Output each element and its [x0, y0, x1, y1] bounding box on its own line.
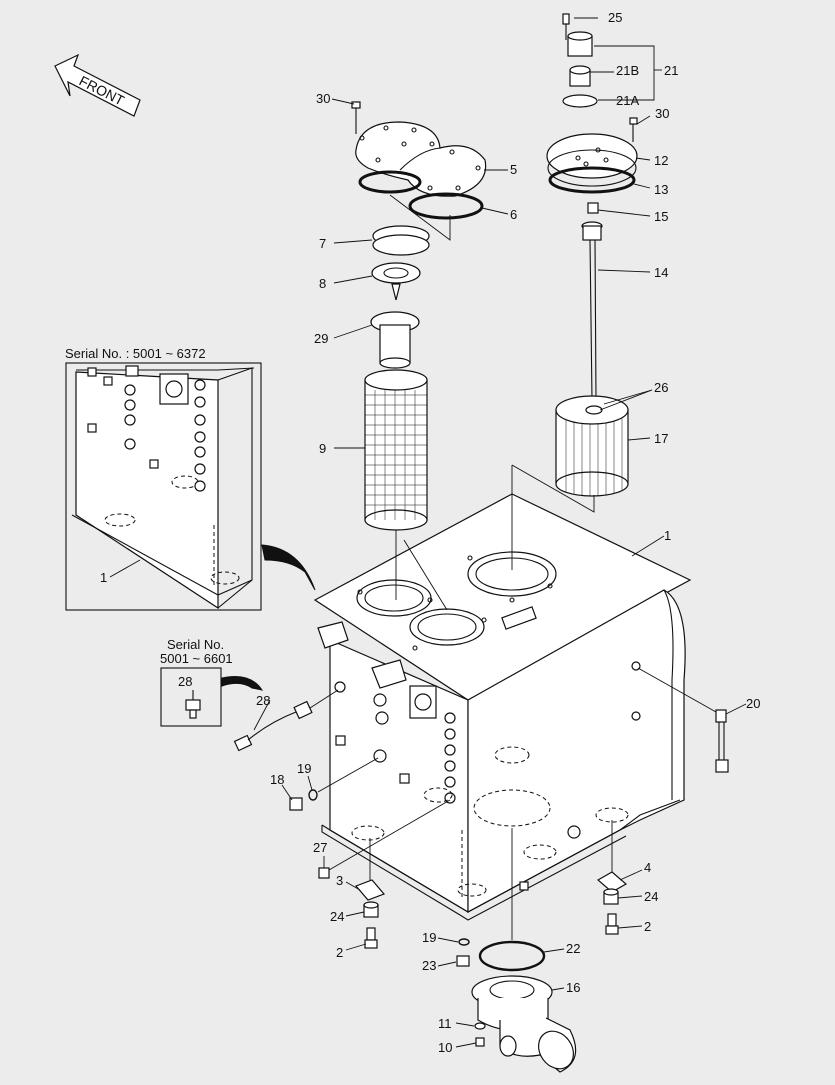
- callout-27: 27: [313, 840, 327, 855]
- callout-24-right: 24: [644, 889, 658, 904]
- tank-cover-12: [546, 133, 638, 187]
- callout-10: 10: [438, 1040, 452, 1055]
- callout-2-right: 2: [644, 919, 651, 934]
- callout-3: 3: [336, 873, 343, 888]
- callout-25: 25: [608, 10, 622, 25]
- callout-30-right: 30: [655, 106, 669, 121]
- inset-tank-title: Serial No. : 5001 ~ 6372: [65, 346, 206, 361]
- inset-sensor-box: Serial No. 5001 ~ 6601 28: [160, 637, 264, 727]
- strainer-17: [555, 395, 629, 497]
- spring-15: [587, 202, 599, 214]
- callout-13: 13: [654, 182, 668, 197]
- inset-sensor-title-1: Serial No.: [167, 637, 224, 652]
- inset-sensor-title-2: 5001 ~ 6601: [160, 651, 233, 666]
- hydraulic-tank: [313, 493, 692, 921]
- inset-tank-callout: 1: [100, 570, 107, 585]
- callout-5: 5: [510, 162, 517, 177]
- callout-7: 7: [319, 236, 326, 251]
- o-ring-13: [548, 166, 636, 194]
- o-ring-5: [358, 170, 422, 194]
- callout-29: 29: [314, 331, 328, 346]
- tank-top-openings: [356, 551, 557, 651]
- callout-2-left: 2: [336, 945, 343, 960]
- o-ring-6: [408, 192, 484, 220]
- callout-8: 8: [319, 276, 326, 291]
- callout-26: 26: [654, 380, 668, 395]
- bushing-24-right: [603, 888, 619, 905]
- callout-28: 28: [256, 693, 270, 708]
- return-filter-cover: [355, 121, 487, 197]
- screw-30-left-icon: [351, 101, 361, 134]
- callout-14: 14: [654, 265, 668, 280]
- callout-23: 23: [422, 958, 436, 973]
- inset-ports: [87, 365, 206, 492]
- callout-20: 20: [746, 696, 760, 711]
- inset-sensor-callout: 28: [178, 674, 192, 689]
- leader-lines: [253, 17, 747, 1048]
- callout-1: 1: [664, 528, 671, 543]
- callout-15: 15: [654, 209, 668, 224]
- callout-21: 21: [664, 63, 678, 78]
- filter-element-9: [364, 369, 428, 531]
- strainer-29: [370, 311, 420, 369]
- callout-21b: 21B: [616, 63, 639, 78]
- callout-17: 17: [654, 431, 668, 446]
- screw-30-right-icon: [629, 117, 638, 142]
- callout-6: 6: [510, 207, 517, 222]
- callout-9: 9: [319, 441, 326, 456]
- callout-24-left: 24: [330, 909, 344, 924]
- callout-22: 22: [566, 941, 580, 956]
- washer-11: [474, 1022, 486, 1030]
- rod-14: [581, 221, 603, 401]
- callout-21a: 21A: [616, 93, 639, 108]
- inset-tank-box: Serial No. : 5001 ~ 6372 1: [65, 346, 262, 611]
- bolt-2-left: [364, 927, 378, 949]
- sensor-inset-pointer-icon: [221, 676, 264, 691]
- sensor-inset-icon: [185, 690, 201, 719]
- callout-11: 11: [438, 1016, 452, 1031]
- o-ring-19-upper: [308, 789, 318, 801]
- level-gauge: [637, 667, 729, 773]
- callout-18: 18: [270, 772, 284, 787]
- callout-16: 16: [566, 980, 580, 995]
- plug-23: [456, 955, 470, 967]
- breather-cap-25: [562, 13, 570, 40]
- sensor-harness: [233, 689, 339, 752]
- tank-side-ports: [334, 661, 641, 891]
- bracket-3: [354, 879, 386, 901]
- o-ring-22: [478, 940, 546, 972]
- callout-19-lower: 19: [422, 930, 436, 945]
- drain-27: [318, 867, 330, 879]
- callout-labels: 25 21B 21 21A 30 30 12 5 13 6 15 7 14 8 …: [256, 10, 760, 1055]
- breather-21: [562, 31, 598, 108]
- bolt-2-right: [605, 913, 619, 935]
- ring-7: [372, 225, 430, 256]
- callout-19-upper: 19: [297, 761, 311, 776]
- callout-30-left: 30: [316, 91, 330, 106]
- callout-4: 4: [644, 860, 651, 875]
- bushing-24-left: [363, 901, 379, 918]
- front-arrow-icon: FRONT: [54, 53, 141, 117]
- plug-18: [289, 797, 303, 811]
- bolt-10: [475, 1037, 485, 1047]
- valve-8: [371, 262, 421, 301]
- bracket-4: [596, 871, 628, 893]
- inset-pointer-arrow-icon: [261, 544, 316, 591]
- suction-pipe-16: [471, 975, 577, 1073]
- o-ring-19-lower: [458, 938, 470, 946]
- callout-12: 12: [654, 153, 668, 168]
